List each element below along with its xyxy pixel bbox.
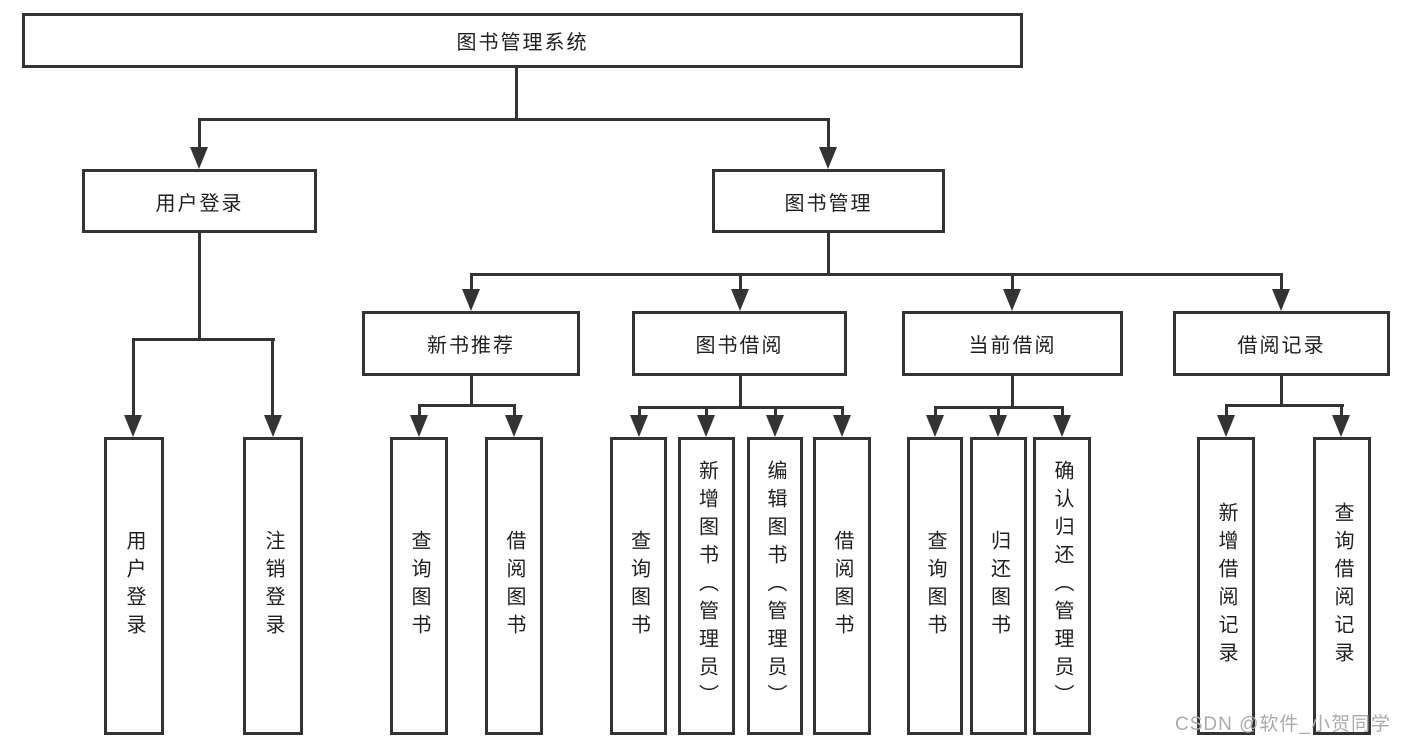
connector-line (470, 376, 473, 404)
arrow-down-icon (1053, 415, 1071, 437)
connector-line (1011, 273, 1014, 291)
arrow-down-icon (926, 415, 944, 437)
connector-line (132, 338, 275, 341)
node-current-borrowing: 当前借阅 (902, 311, 1123, 376)
connector-line (418, 404, 421, 416)
node-add-borrow-record: 新增借阅记录 (1197, 437, 1255, 735)
node-borrow-books: 借阅图书 (485, 437, 543, 735)
connector-line (513, 404, 516, 416)
arrow-down-icon (989, 415, 1007, 437)
arrow-down-icon (1332, 415, 1350, 437)
connector-line (705, 406, 708, 416)
connector-line (1011, 376, 1014, 406)
arrow-down-icon (630, 415, 648, 437)
node-borrow-books: 借阅图书 (813, 437, 871, 735)
arrow-down-icon (697, 415, 715, 437)
arrow-down-icon (1217, 415, 1235, 437)
node-confirm-return-admin: 确认归还（管理员） (1033, 437, 1091, 735)
connector-line (739, 376, 742, 406)
connector-line (934, 406, 937, 416)
connector-line (827, 233, 830, 273)
connector-line (841, 406, 844, 416)
arrow-down-icon (1272, 289, 1290, 311)
connector-line (271, 338, 274, 415)
connector-line (638, 406, 844, 409)
connector-line (132, 338, 135, 415)
connector-line (1280, 376, 1283, 404)
arrow-down-icon (1003, 289, 1021, 311)
connector-line (1225, 404, 1228, 416)
connector-line (515, 68, 518, 118)
connector-line (470, 273, 1283, 276)
arrow-down-icon (833, 415, 851, 437)
connector-line (827, 118, 830, 150)
connector-line (1061, 406, 1064, 416)
node-logout: 注销登录 (243, 437, 303, 735)
node-edit-books-admin: 编辑图书（管理员） (747, 437, 803, 735)
node-borrowing-records: 借阅记录 (1173, 311, 1390, 376)
connector-line (470, 273, 473, 291)
node-user-login: 用户登录 (82, 169, 317, 233)
csdn-watermark: CSDN @软件_小贺同学 (1175, 714, 1391, 735)
node-new-book-recommend: 新书推荐 (362, 311, 580, 376)
connector-line (739, 273, 742, 291)
arrow-down-icon (124, 415, 142, 437)
arrow-down-icon (462, 289, 480, 311)
node-query-books: 查询图书 (390, 437, 448, 735)
connector-line (198, 118, 201, 150)
node-query-books: 查询图书 (907, 437, 963, 735)
node-query-borrow-record: 查询借阅记录 (1313, 437, 1371, 735)
node-query-books: 查询图书 (610, 437, 667, 735)
arrow-down-icon (410, 415, 428, 437)
connector-line (1280, 273, 1283, 291)
connector-line (198, 233, 201, 338)
arrow-down-icon (505, 415, 523, 437)
node-book-management: 图书管理 (712, 169, 945, 233)
connector-line (1340, 404, 1343, 416)
arrow-down-icon (731, 289, 749, 311)
connector-line (774, 406, 777, 416)
connector-line (997, 406, 1000, 416)
arrow-down-icon (819, 147, 837, 169)
node-book-borrowing: 图书借阅 (632, 311, 847, 376)
node-add-books-admin: 新增图书（管理员） (678, 437, 735, 735)
node-user-login-leaf: 用户登录 (104, 437, 164, 735)
connector-line (1225, 404, 1344, 407)
node-return-books: 归还图书 (970, 437, 1027, 735)
node-library-management-system: 图书管理系统 (22, 13, 1023, 68)
connector-line (638, 406, 641, 416)
arrow-down-icon (190, 147, 208, 169)
connector-line (198, 118, 830, 121)
arrow-down-icon (264, 415, 282, 437)
connector-line (418, 404, 516, 407)
arrow-down-icon (766, 415, 784, 437)
